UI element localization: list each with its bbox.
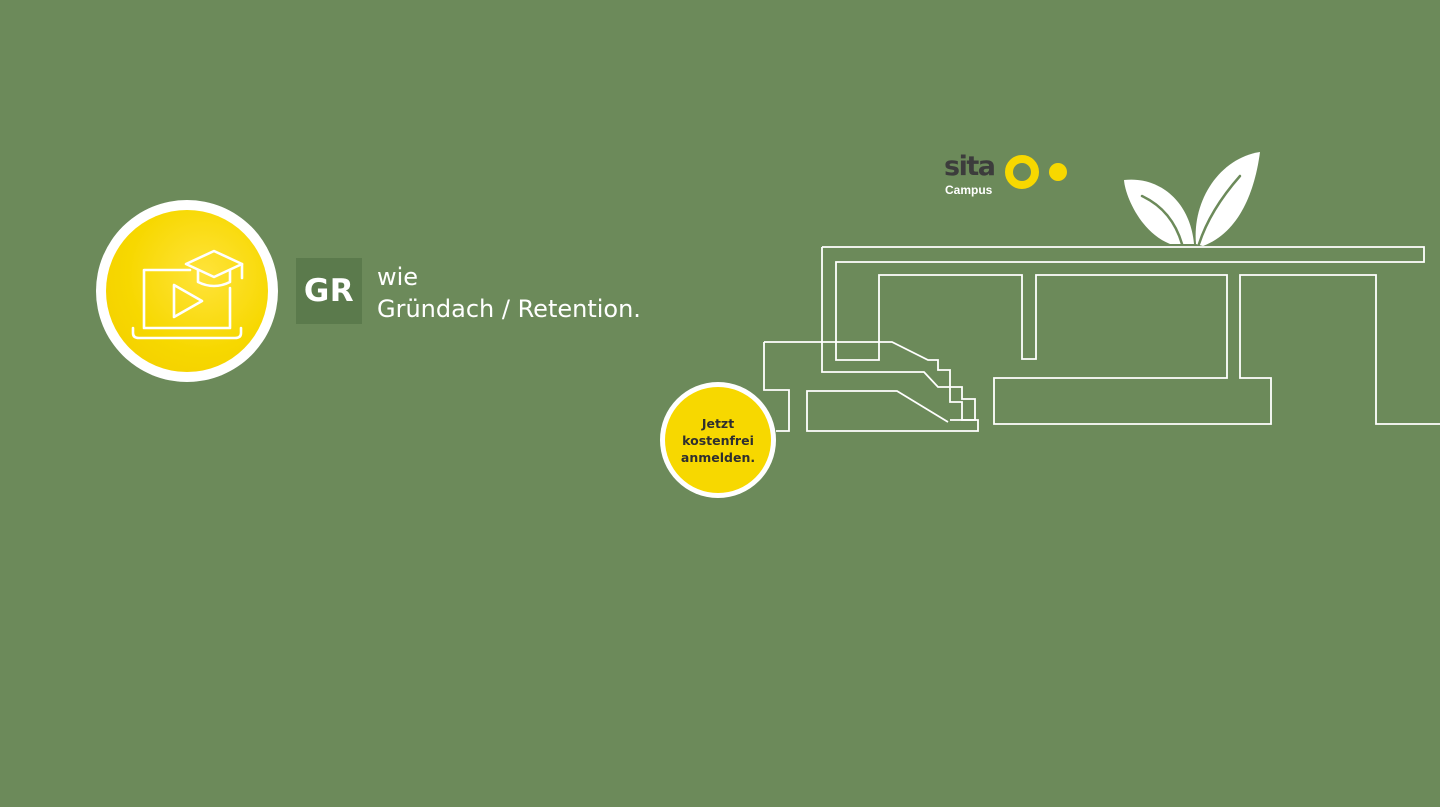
brand-subtitle: Campus (945, 183, 993, 197)
cta-line-1: Jetzt (701, 415, 735, 431)
laptop-play-graduation-cap-icon (131, 249, 244, 340)
headline: wie Gründach / Retention. (377, 261, 641, 325)
course-abbreviation-tile: GR (296, 258, 362, 324)
cta-line-3: anmelden. (680, 449, 756, 465)
register-free-button[interactable]: Jetzt kostenfrei anmelden. (660, 382, 776, 498)
leaf-sprout-icon (1124, 152, 1260, 246)
brand-wordmark: sita (944, 151, 996, 182)
headline-line-1: wie (377, 263, 419, 291)
roof-section-line-drawing (763, 246, 1440, 432)
cta-line-2: kostenfrei (682, 432, 754, 448)
roof-section-illustration (763, 152, 1440, 432)
register-free-button-fill[interactable]: Jetzt kostenfrei anmelden. (665, 387, 771, 493)
brand-dot-icon (1049, 163, 1067, 181)
leaf-veins (1140, 174, 1242, 246)
brand-logo[interactable]: sita Campus (944, 152, 1074, 200)
course-badge (96, 200, 278, 382)
brand-ring-icon (1005, 155, 1039, 189)
headline-line-2: Gründach / Retention. (377, 295, 641, 323)
